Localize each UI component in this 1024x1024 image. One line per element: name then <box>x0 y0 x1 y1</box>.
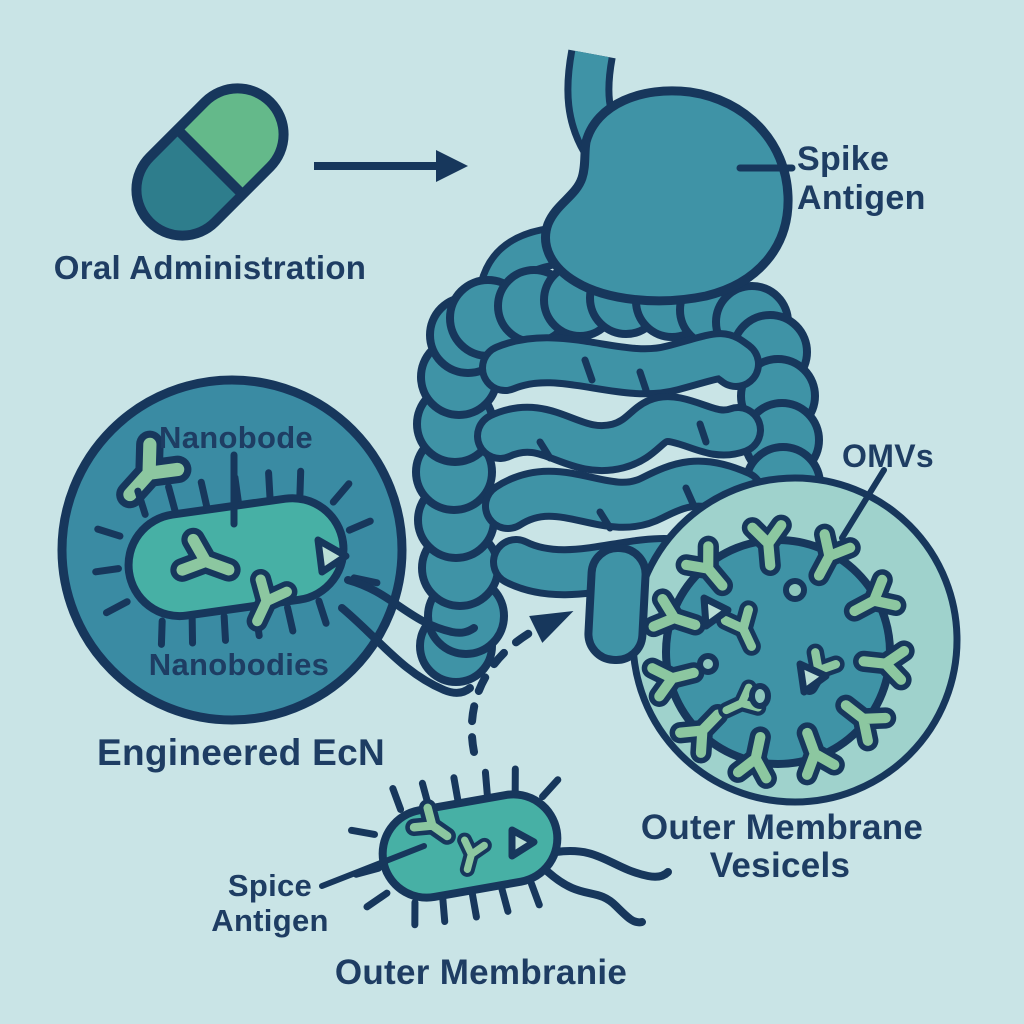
flagellum-icon <box>338 604 474 697</box>
spike-antigen-label-line2: Antigen <box>797 179 926 217</box>
secreting-bacterium <box>347 765 672 929</box>
rectum <box>584 543 650 665</box>
nanobodies-label: Nanobodies <box>148 647 330 682</box>
outer-membrane-vesicles-label-line1: Outer Membrane <box>640 808 924 847</box>
stomach-illustration <box>541 86 793 306</box>
outer-membrane-vesicles-label-line2: Vesicels <box>709 846 851 885</box>
omv-circle <box>629 474 961 806</box>
flagellum-icon <box>344 576 478 637</box>
outer-membranie-label: Outer Membranie <box>334 953 628 992</box>
spice-antigen-leader-line <box>319 843 427 889</box>
arrow-icon <box>314 150 468 182</box>
spike-antigen-label-line1: Spike <box>797 140 890 178</box>
antigen-triangle-icon <box>508 826 538 860</box>
flagellum-icon <box>552 847 672 881</box>
vesicle-cargo-icons <box>697 578 836 720</box>
flagellum-icon <box>544 868 646 927</box>
spice-antigen-label-line2: Antigen <box>211 903 329 938</box>
spice-antigen-label-line1: Spice <box>227 868 313 903</box>
dashed-arrow-icon <box>467 611 574 756</box>
oral-administration-label: Oral Administration <box>53 249 367 286</box>
engineered-ecn-circle <box>57 375 478 725</box>
antigen-triangle-icon <box>314 536 350 576</box>
nanobode-label: Nanobode <box>159 420 313 455</box>
omvs-label: OMVs <box>842 438 934 474</box>
engineered-ecn-label: Engineered EcN <box>97 732 385 773</box>
omvs-leader-line <box>839 467 887 541</box>
pill-icon <box>131 83 289 241</box>
